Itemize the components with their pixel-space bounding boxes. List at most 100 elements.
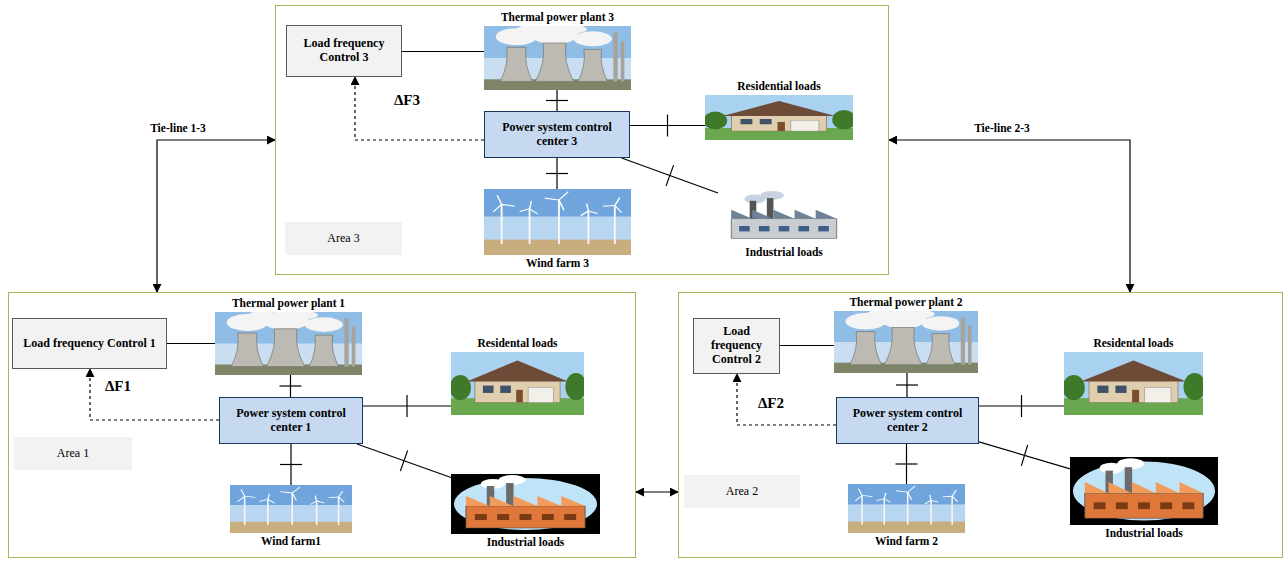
cooling-tower — [926, 334, 955, 365]
turbine-blade — [943, 496, 952, 498]
turbine-blade — [497, 195, 502, 204]
control-center-box: Power system control center 1 — [219, 397, 363, 444]
turbine-tower — [529, 209, 531, 244]
area-label: Area 3 — [285, 222, 402, 255]
turbine-tower — [951, 496, 953, 525]
house-body — [475, 379, 560, 402]
turbine-blade — [925, 500, 931, 504]
illustration — [451, 474, 600, 534]
residential-picture: Residental loads — [1064, 352, 1203, 415]
chimney — [968, 325, 972, 364]
tie-line-arrow — [889, 140, 1130, 292]
tie-line-arrow — [636, 491, 678, 492]
lfc-box: Load frequency Control 3 — [286, 25, 402, 77]
bus-tick — [280, 385, 302, 386]
steam — [289, 312, 318, 319]
area-label: Area 1 — [14, 437, 132, 470]
factory-window — [1160, 502, 1172, 509]
turbine-tower — [501, 204, 503, 244]
bus-tick — [667, 115, 668, 137]
haze — [230, 505, 352, 533]
thermal-plant-picture: Thermal power plant 1 — [215, 312, 362, 375]
factory-window — [1094, 502, 1106, 509]
chimney — [613, 32, 617, 81]
window — [741, 119, 753, 124]
control-center-box: Power system control center 2 — [836, 397, 979, 444]
turbine-blade — [884, 493, 885, 499]
picture-caption: Wind farm 2 — [875, 535, 938, 548]
factory-window — [759, 226, 770, 231]
industrial-picture: Industrial loads — [718, 190, 850, 244]
turbine-blade — [931, 500, 938, 502]
turbine-tower — [614, 206, 616, 245]
bus-tick — [896, 384, 918, 385]
steam — [922, 316, 959, 330]
power-line — [402, 51, 484, 52]
bus-tick — [1021, 445, 1027, 466]
sky — [848, 484, 965, 533]
industrial-picture: Industrial loads — [451, 474, 600, 534]
turbine-blade — [952, 496, 957, 501]
chimney — [352, 327, 356, 367]
turbine-blade — [339, 491, 343, 497]
picture-caption: Residental loads — [1093, 337, 1173, 350]
turbine-blade — [310, 501, 316, 504]
turbine-tower — [316, 501, 318, 525]
illustration — [705, 95, 853, 140]
bus-tick — [896, 463, 918, 464]
control-center-box: Power system control center 3 — [484, 111, 630, 158]
turbine-blade — [260, 499, 268, 501]
residential-picture: Residential loads — [705, 95, 853, 140]
turbine-blade — [245, 496, 256, 497]
turbine-blade — [317, 501, 325, 503]
bus-tick — [406, 395, 407, 417]
illustration — [451, 352, 584, 415]
house-body — [1089, 379, 1178, 402]
tie-line-arrow — [157, 140, 275, 292]
wind-farm-picture: Wind farm 3 — [484, 189, 631, 255]
haze — [484, 217, 631, 256]
sky — [484, 189, 631, 255]
cooling-tower — [850, 332, 882, 365]
factory-window — [497, 514, 509, 520]
turbine-tower — [558, 200, 560, 244]
wind-farm-picture: Wind farm 2 — [848, 484, 965, 533]
sawtooth-roof — [1085, 482, 1203, 493]
chimney — [961, 317, 965, 365]
area-panel: Area 3Load frequency Control 3Thermal po… — [275, 5, 889, 275]
turbine-blade — [329, 497, 339, 499]
factory-window — [739, 226, 750, 231]
frequency-deviation-label: ΔF1 — [103, 378, 133, 395]
turbine-blade — [952, 490, 956, 496]
factory-window — [1116, 502, 1128, 509]
wind-farm-picture: Wind farm1 — [230, 485, 352, 533]
tie-line-label: Tie-line 2-3 — [972, 122, 1032, 135]
turbine-blade — [559, 200, 564, 210]
tree — [1064, 375, 1085, 400]
factory-window — [475, 514, 487, 520]
turbine-blade — [896, 491, 907, 492]
tie-line-label: Tie-line 1-3 — [148, 122, 208, 135]
turbine-blade — [268, 494, 270, 500]
roof — [467, 360, 568, 381]
turbine-tower — [587, 211, 589, 244]
ground — [230, 522, 352, 533]
signal-arrow — [355, 77, 484, 140]
lfc-label: Load frequency Control 2 — [700, 325, 773, 366]
turbine-blade — [858, 489, 862, 496]
turbine-blade — [292, 493, 296, 500]
bus-tick — [546, 100, 568, 101]
frequency-deviation-label: ΔF2 — [756, 395, 786, 412]
door — [516, 390, 523, 403]
turbine-tower — [244, 496, 246, 525]
sky — [705, 95, 853, 140]
cooling-tower — [266, 329, 304, 367]
lfc-label: Load frequency Control 1 — [23, 337, 156, 351]
turbine-tower — [338, 497, 340, 525]
area-panel: Area 2Load frequency Control 2Thermal po… — [678, 292, 1283, 558]
garage-door — [1145, 388, 1171, 403]
turbine-blade — [908, 492, 912, 500]
turbine-blade — [339, 497, 345, 502]
control-center-label: Power system control center 1 — [226, 407, 356, 435]
power-line — [357, 444, 451, 477]
